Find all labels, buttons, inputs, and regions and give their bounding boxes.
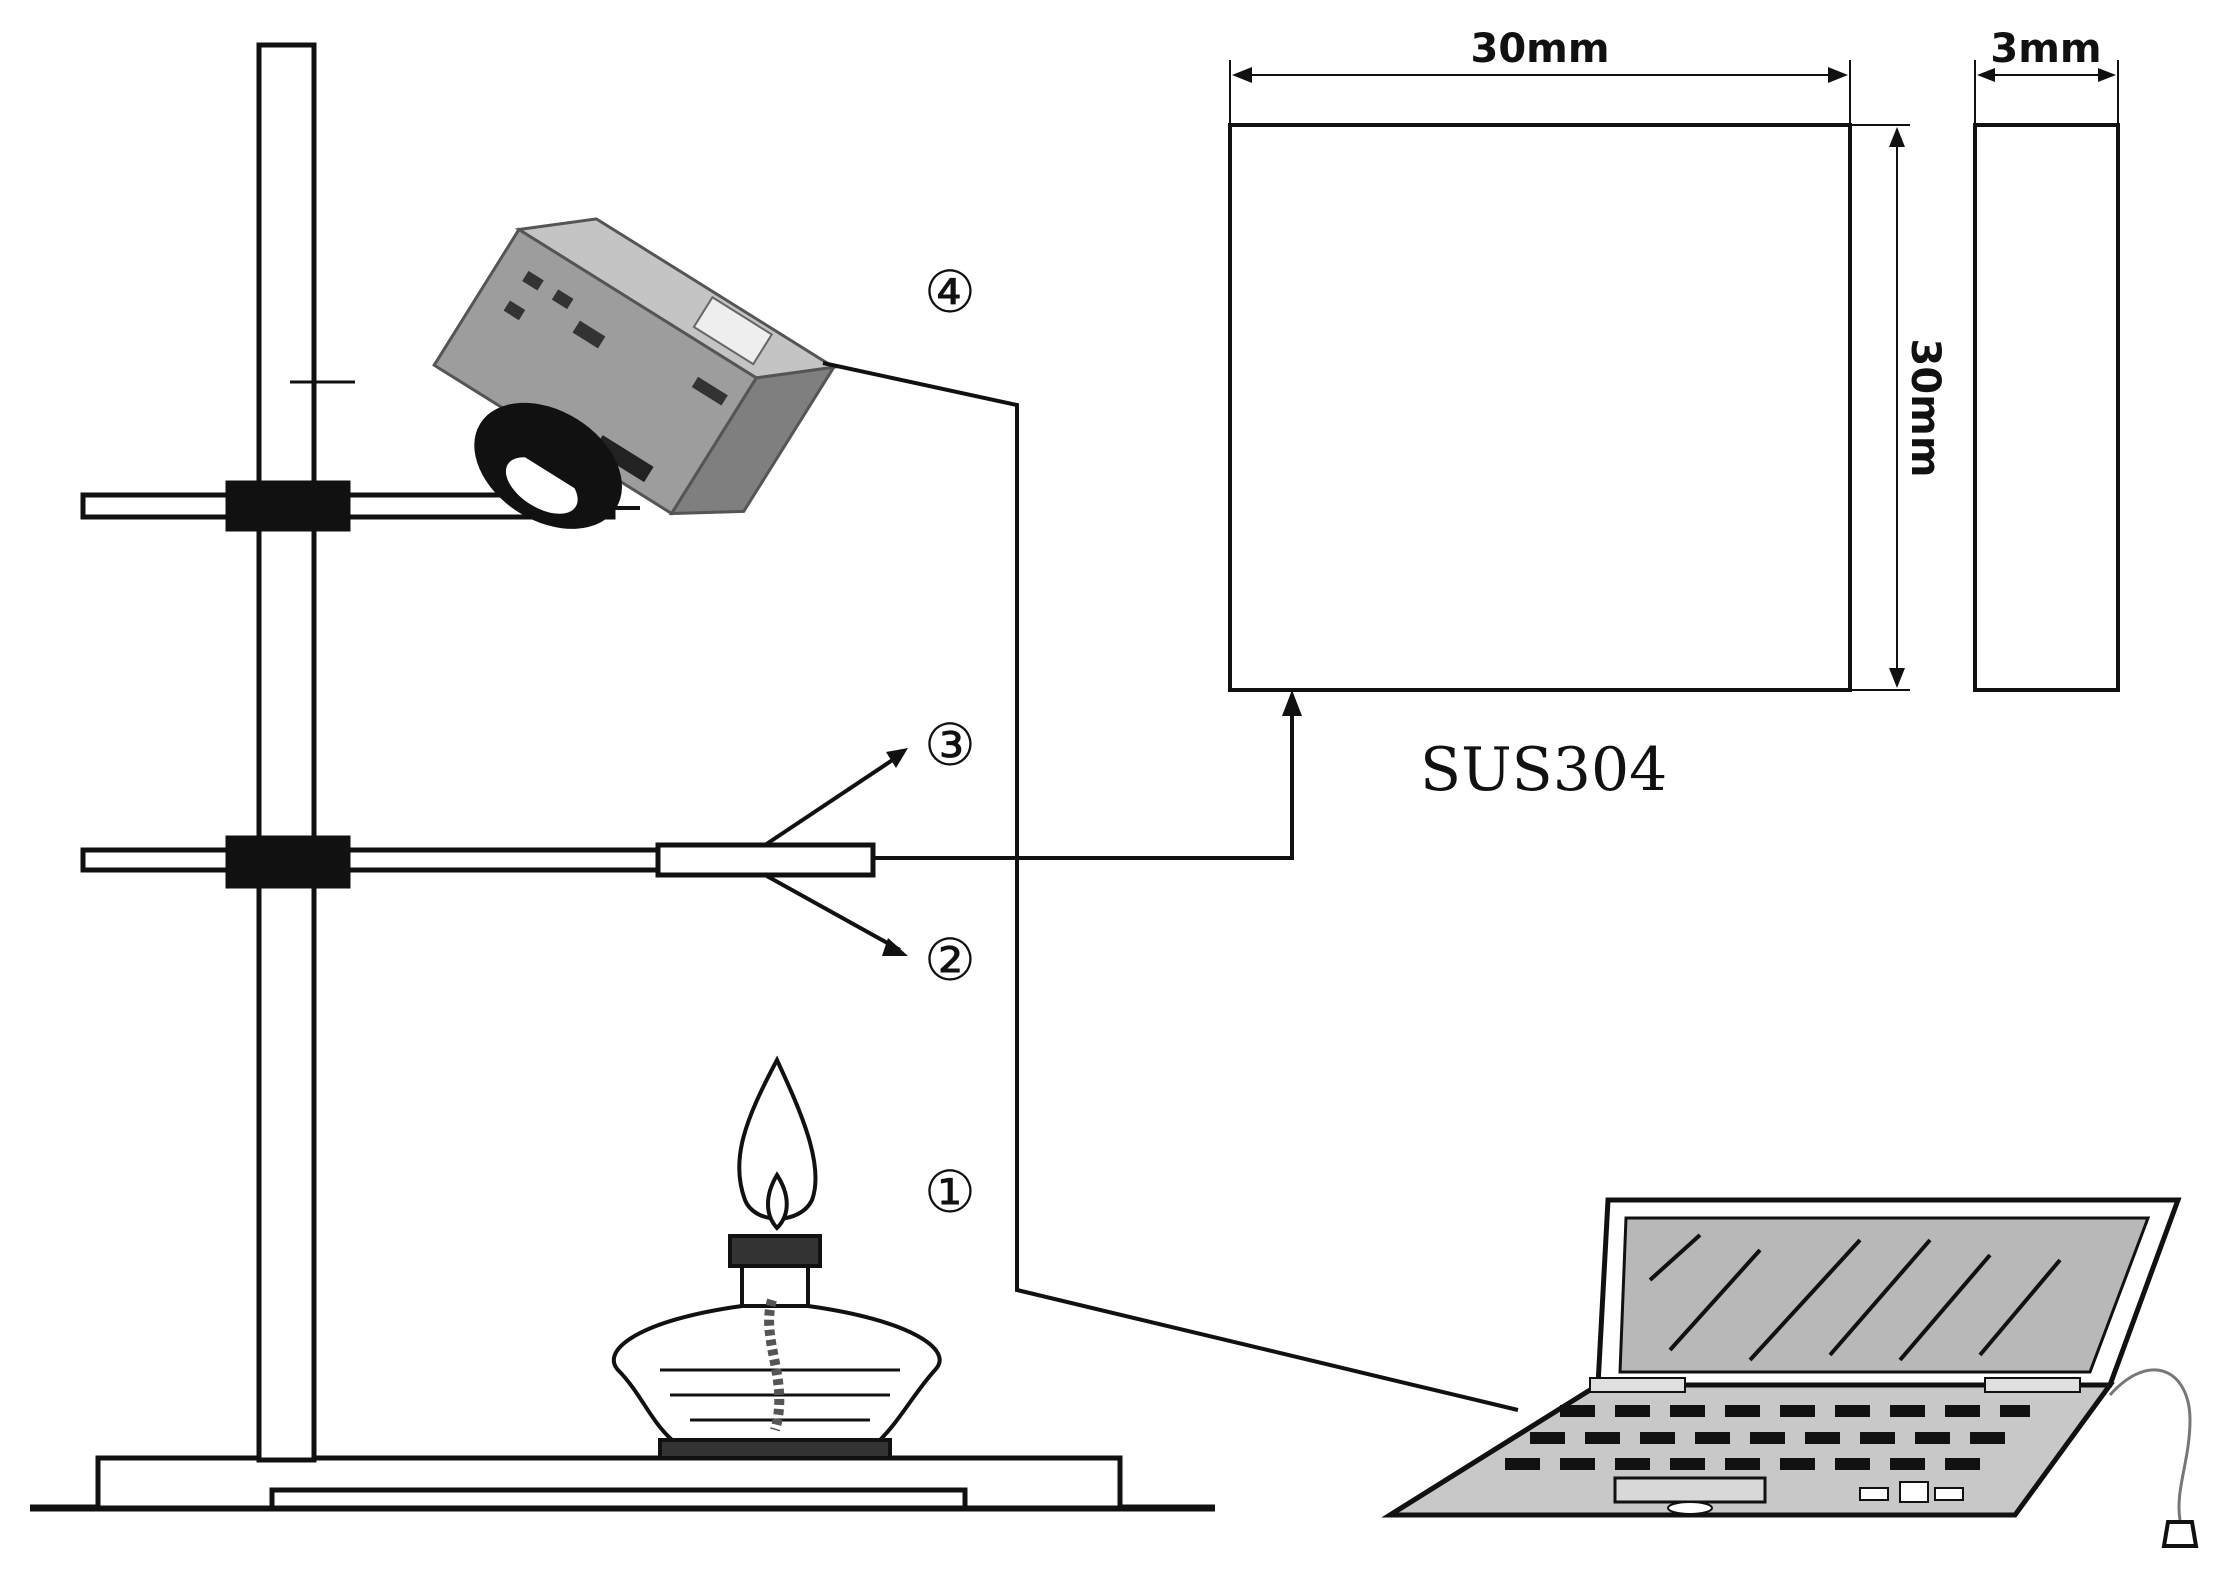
- burner-base: [658, 1438, 892, 1460]
- marker-1: ①: [924, 1158, 976, 1226]
- camera-cable: [822, 361, 1519, 1412]
- screen-glare: [1648, 1233, 2062, 1362]
- alcohol-burner: [611, 1055, 942, 1460]
- stand-base-inner: [269, 1487, 968, 1511]
- marker-3: ③: [924, 711, 976, 779]
- camera-sensor: [432, 217, 839, 529]
- burner-cap: [728, 1234, 822, 1268]
- marker-2: ②: [924, 926, 976, 994]
- upper-clamp: [225, 480, 351, 532]
- plate-detail-drawing: [1228, 60, 2120, 692]
- dim-arrowheads: [1232, 67, 2116, 688]
- retort-stand: [30, 42, 1215, 1512]
- arrow-to-3: [763, 753, 902, 847]
- laptop-touchpad: [1613, 1476, 1767, 1504]
- connection-lines: [763, 361, 1519, 1412]
- arrowhead-2: [882, 938, 908, 956]
- marker-4: ④: [924, 258, 976, 326]
- arrowheads: [882, 690, 1302, 956]
- arrowhead-3: [886, 748, 908, 768]
- specimen-plate: [655, 842, 876, 878]
- material-label: SUS304: [1420, 735, 1667, 805]
- thickness-dimension-label: 3mm: [1990, 26, 2101, 72]
- flame-inner: [766, 1171, 789, 1231]
- burner-neck: [740, 1264, 810, 1308]
- burner-wick: [764, 1298, 785, 1432]
- width-dimension-label: 30mm: [1470, 26, 1609, 72]
- stand-pole: [256, 42, 317, 1463]
- lower-arm: [80, 847, 666, 873]
- height-dimension-label: 30mm: [1902, 338, 1948, 477]
- laptop-base: [1381, 1382, 2115, 1518]
- plate-side-face: [1973, 123, 2120, 692]
- specimen-detail-line: [873, 712, 1294, 860]
- laptop-keyboard: [1505, 1405, 2030, 1470]
- arrowhead-detail: [1282, 690, 1302, 716]
- mouse-cable: [2108, 1368, 2192, 1521]
- lower-clamp: [225, 835, 351, 889]
- laptop: [1381, 1197, 2199, 1548]
- mouse-icon: [2161, 1520, 2199, 1548]
- plate-front-face: [1228, 123, 1852, 692]
- arrow-to-2: [764, 873, 901, 952]
